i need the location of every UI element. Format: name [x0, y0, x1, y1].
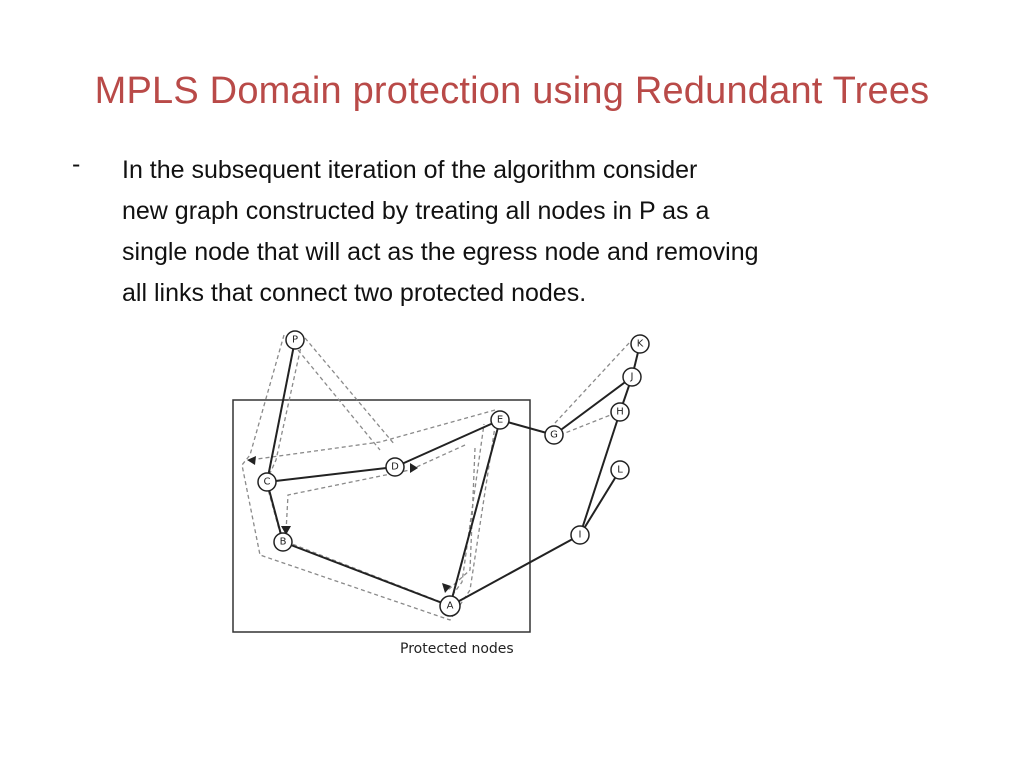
node-b: B	[273, 532, 293, 552]
bullet-marker: -	[72, 150, 81, 178]
protected-nodes-caption: Protected nodes	[400, 641, 514, 657]
node-d: D	[385, 457, 405, 477]
link-p-c	[266, 339, 296, 483]
node-c-label: C	[264, 477, 271, 488]
node-a-label: A	[447, 601, 454, 612]
node-l-label: L	[617, 465, 623, 476]
node-k-label: K	[637, 339, 644, 350]
diagram-svg: P C D E B A G	[232, 330, 650, 657]
dashed-path-p-d-outer	[304, 337, 396, 446]
bullet-item: - In the subsequent iteration of the alg…	[72, 150, 952, 314]
bullet-text: In the subsequent iteration of the algor…	[122, 150, 952, 314]
node-k: K	[630, 334, 650, 354]
link-i-l	[579, 469, 621, 536]
link-c-d	[266, 466, 396, 483]
node-i: I	[570, 525, 590, 545]
node-g: G	[544, 425, 564, 445]
dashed-path-e-c	[249, 409, 496, 461]
node-l: L	[610, 460, 630, 480]
nodes: P C D E B A G	[257, 330, 650, 617]
node-h: H	[610, 402, 630, 422]
link-a-i	[449, 534, 581, 607]
link-e-a	[449, 419, 501, 607]
arrowhead-c	[247, 456, 256, 465]
link-c-b	[266, 481, 284, 543]
dashed-path-d-b	[285, 444, 466, 533]
node-p-label: P	[292, 335, 298, 346]
slide-title: MPLS Domain protection using Redundant T…	[94, 70, 930, 112]
bullet-line-2: new graph constructed by treating all no…	[122, 197, 710, 225]
protected-region-box	[232, 399, 531, 633]
node-c: C	[257, 472, 277, 492]
node-j: J	[622, 367, 642, 387]
dashed-path-gjk	[554, 341, 631, 424]
bullet-line-3: single node that will act as the egress …	[122, 238, 759, 266]
arrowhead-b	[281, 526, 291, 535]
arrowhead-d	[410, 463, 418, 473]
arrowhead-a	[442, 583, 451, 593]
node-e-label: E	[497, 415, 503, 426]
node-h-label: H	[616, 407, 624, 418]
node-a: A	[439, 595, 461, 617]
link-i-h	[579, 411, 621, 536]
dashed-path-inner	[265, 341, 485, 605]
node-g-label: G	[550, 430, 558, 441]
arrowheads	[247, 456, 451, 593]
node-e: E	[490, 410, 510, 430]
bullet-line-1: In the subsequent iteration of the algor…	[122, 156, 698, 184]
link-g-j	[553, 376, 633, 436]
dashed-path-gh	[559, 411, 619, 436]
link-d-e	[394, 419, 501, 468]
node-p: P	[285, 330, 305, 350]
node-j-label: J	[630, 372, 634, 383]
node-i-label: I	[579, 530, 582, 541]
link-b-a	[282, 541, 451, 607]
dashed-path-p-d-inner	[297, 349, 381, 451]
node-d-label: D	[391, 462, 399, 473]
redundant-trees-diagram: P C D E B A G	[220, 320, 670, 660]
node-b-label: B	[280, 537, 287, 548]
bullet-line-4: all links that connect two protected nod…	[122, 279, 587, 307]
